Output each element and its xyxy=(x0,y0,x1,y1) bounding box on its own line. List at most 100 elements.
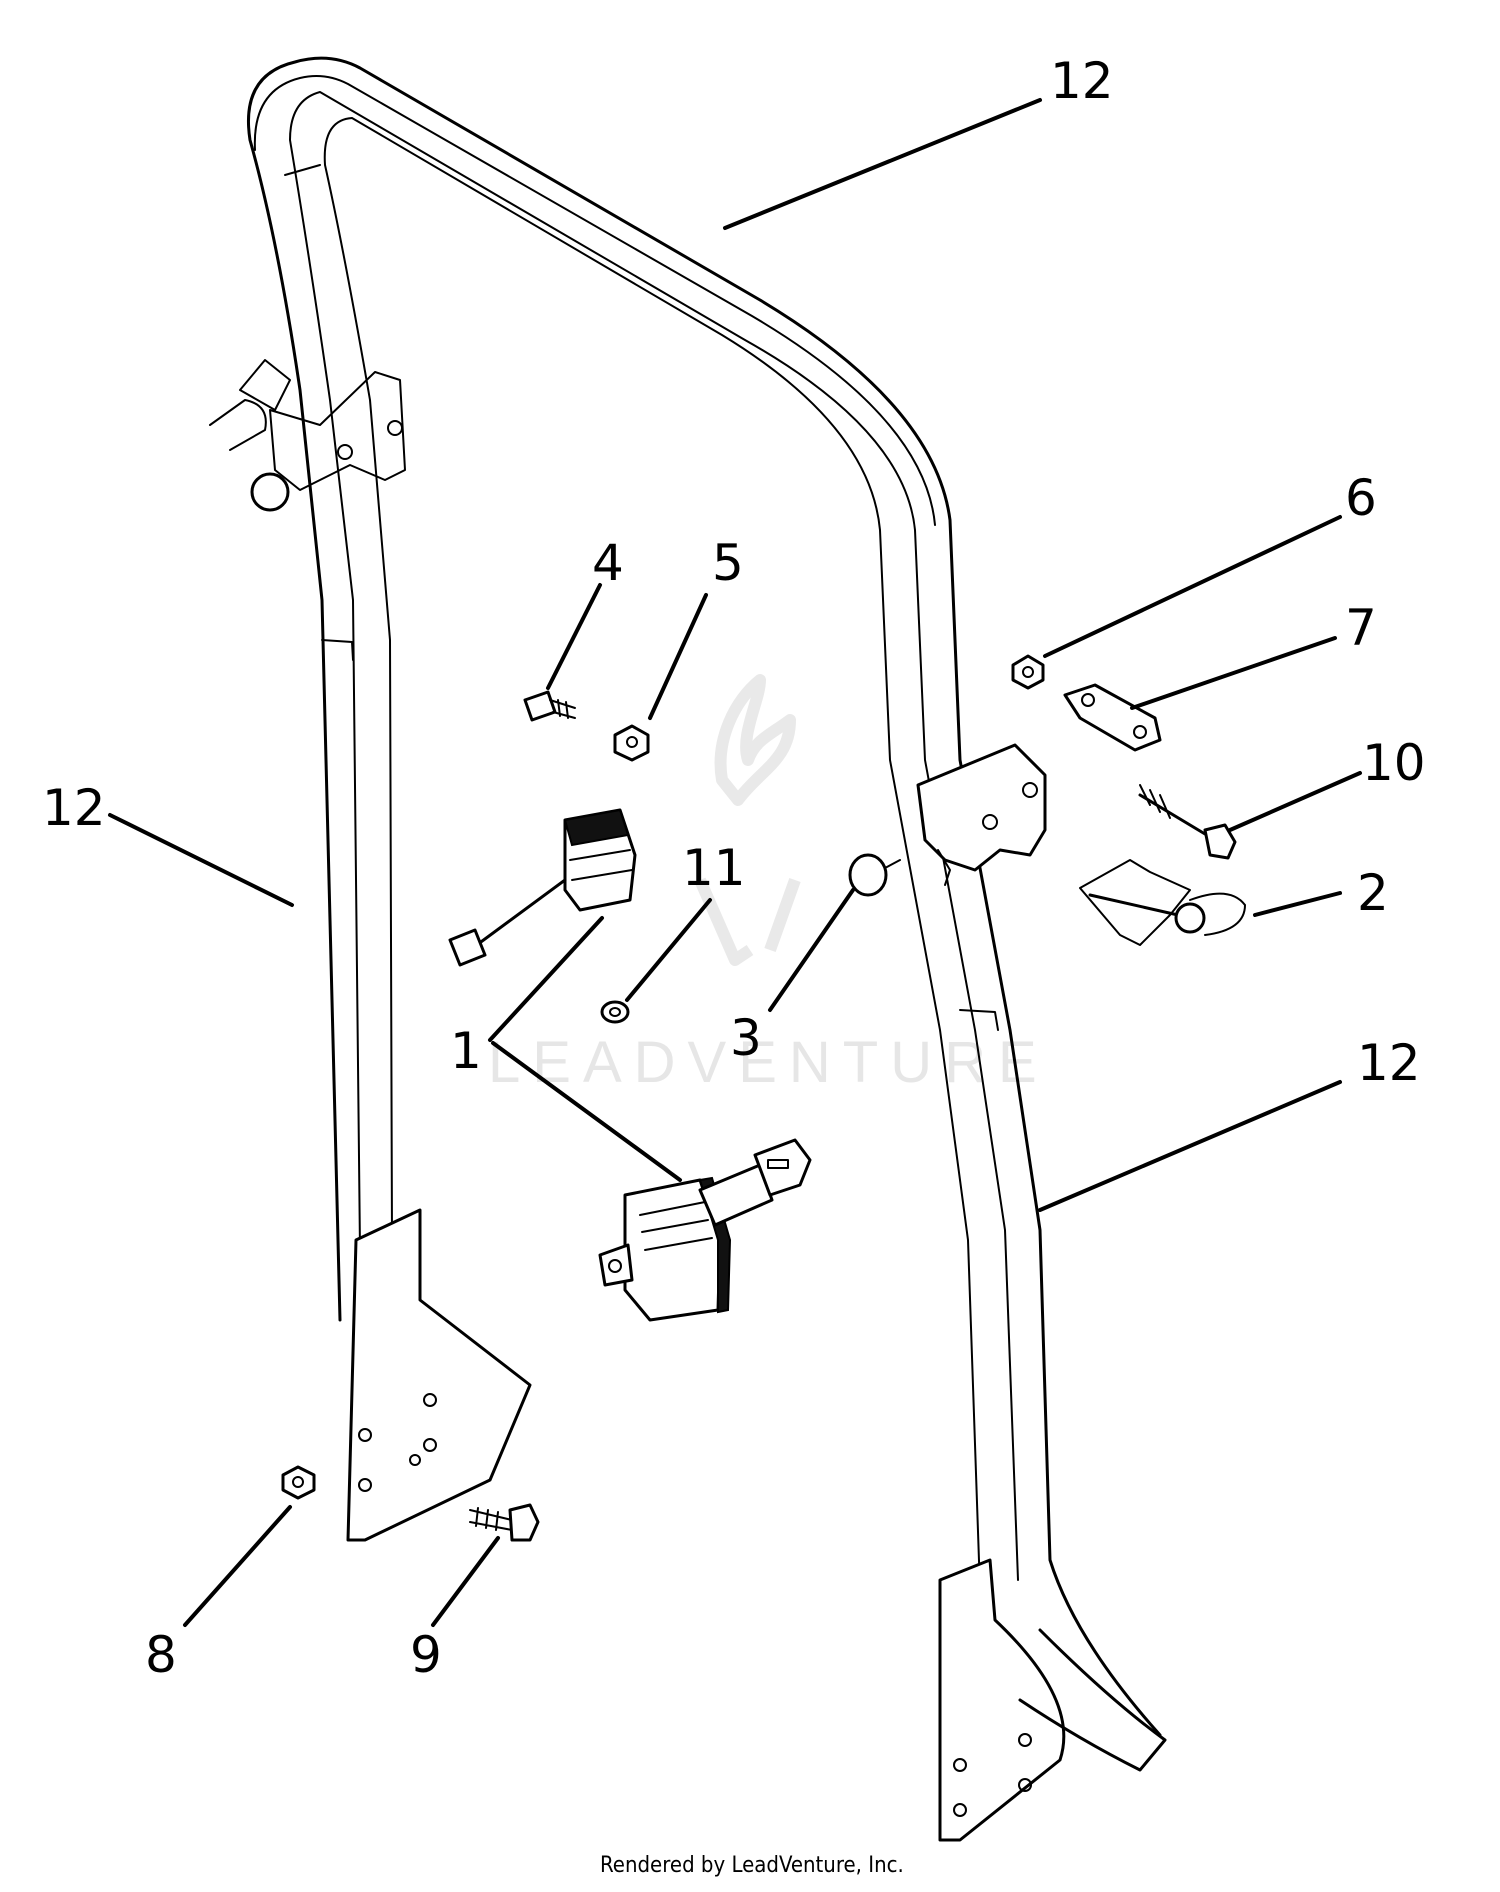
watermark-flame-icon xyxy=(714,674,796,806)
leader-12-right xyxy=(1038,1080,1342,1212)
right-foot-plate xyxy=(938,1558,1167,1842)
leader-5 xyxy=(648,593,708,720)
retractor-mount-tab xyxy=(598,1243,634,1287)
buckle-stripe xyxy=(569,849,633,881)
bolt-9-head xyxy=(508,1503,540,1542)
roll-bar-frame xyxy=(209,56,1167,1842)
roll-bar-outer-outline xyxy=(247,56,1162,1737)
nut-part-6 xyxy=(1011,654,1045,690)
nut-5-hole xyxy=(626,736,638,748)
bolt-10-shank xyxy=(1138,793,1217,842)
bracket-7-hole xyxy=(1133,725,1147,739)
hinge-pin-retainer-ring xyxy=(1189,892,1246,936)
left-foot-plate xyxy=(346,1208,532,1542)
leader-4 xyxy=(546,583,602,690)
nut-6-hole xyxy=(1022,666,1034,678)
callout-12-left: 12 xyxy=(42,779,106,837)
callout-9: 9 xyxy=(410,1626,442,1684)
bolt-part-9 xyxy=(469,1503,540,1542)
roll-bar-highlight-top xyxy=(253,75,936,526)
buckle-cap xyxy=(563,808,630,847)
callout-5: 5 xyxy=(712,534,744,592)
latch-plate-slot xyxy=(767,1159,789,1169)
right-hinge-bracket xyxy=(916,743,1047,886)
right-foot-plate-outline xyxy=(938,1558,1066,1842)
bracket-part-7 xyxy=(1063,683,1162,752)
leader-1-lower xyxy=(491,1041,682,1182)
retractor-webbing xyxy=(698,1163,774,1227)
buckle-cable xyxy=(468,878,567,952)
leader-7 xyxy=(1130,636,1337,710)
left-hinge-bracket xyxy=(209,359,406,512)
leader-9 xyxy=(431,1536,500,1627)
leader-12-left xyxy=(108,813,294,907)
left-foot-plate-hole xyxy=(423,1393,437,1407)
right-foot-plate-hole xyxy=(953,1758,967,1772)
leader-10 xyxy=(1228,771,1362,832)
bolt-part-10 xyxy=(1138,784,1237,860)
left-hinge-knob xyxy=(250,472,290,512)
bolt-4-head xyxy=(523,690,557,722)
right-hinge-plate xyxy=(916,743,1047,872)
leader-12-top xyxy=(723,98,1042,230)
hinge-pin-head xyxy=(1174,902,1206,934)
roll-bar-inner-line-a xyxy=(289,91,1019,1581)
callout-12-right: 12 xyxy=(1357,1034,1421,1092)
callout-8: 8 xyxy=(145,1626,177,1684)
buckle-anchor-tab xyxy=(448,928,487,967)
roll-bar-joint-top xyxy=(284,164,321,176)
roll-bar-inner-line-b xyxy=(323,117,981,1591)
left-hinge-bolt-head xyxy=(337,444,353,460)
right-foot-plate-hole xyxy=(1018,1733,1032,1747)
callout-4: 4 xyxy=(592,534,624,592)
right-foot-tube-end xyxy=(1018,1628,1167,1772)
left-hinge-clamp xyxy=(269,371,406,491)
washer-part-8 xyxy=(281,1465,316,1500)
washer-11-hole xyxy=(609,1007,621,1017)
left-foot-plate-outline xyxy=(346,1208,532,1542)
right-hinge-bolt-hole xyxy=(1022,782,1038,798)
watermark-v-logo-icon xyxy=(694,877,801,966)
callout-7: 7 xyxy=(1345,599,1377,657)
roll-bar-joint-left xyxy=(321,639,354,661)
watermark-text: LEADVENTURE xyxy=(488,1030,1049,1095)
leader-8 xyxy=(183,1505,292,1627)
knob-head xyxy=(848,853,888,897)
hinge-pin-assembly xyxy=(1079,859,1246,946)
washer-part-11 xyxy=(600,1000,630,1024)
right-foot-plate-hole xyxy=(1018,1778,1032,1792)
seat-belt-assembly xyxy=(448,808,812,1322)
roll-bar-joint-right xyxy=(959,1009,999,1031)
retractor-mount-hole xyxy=(608,1259,622,1273)
leader-1-upper xyxy=(488,916,604,1042)
knob-part xyxy=(848,853,901,897)
render-credit: Rendered by LeadVenture, Inc. xyxy=(600,1853,904,1878)
leader-11 xyxy=(625,898,712,1002)
left-foot-plate-hole xyxy=(358,1428,372,1442)
right-hinge-bolt-hole xyxy=(982,814,998,830)
bolt-9-shank xyxy=(469,1507,513,1531)
bolt-10-thread xyxy=(1139,784,1171,819)
left-foot-plate-hole xyxy=(423,1438,437,1452)
callout-labels: 12 12 12 6 7 10 2 4 5 11 1 3 8 9 xyxy=(42,52,1426,1684)
leader-6 xyxy=(1043,515,1342,658)
callout-1: 1 xyxy=(450,1022,482,1080)
bracket-7-hole xyxy=(1081,693,1095,707)
left-foot-plate-hole xyxy=(358,1478,372,1492)
callout-6: 6 xyxy=(1345,469,1377,527)
bolt-10-head xyxy=(1203,823,1237,860)
leader-2 xyxy=(1253,891,1342,917)
callout-12-top: 12 xyxy=(1050,52,1114,110)
left-hinge-pin-handle xyxy=(209,399,267,451)
washer-8-hole xyxy=(292,1476,304,1488)
left-hinge-strap xyxy=(239,359,291,411)
right-foot-plate-hole xyxy=(953,1803,967,1817)
bracket-7-body xyxy=(1063,683,1162,752)
bolt-part-4 xyxy=(523,690,576,722)
callout-2: 2 xyxy=(1357,864,1389,922)
bolt-4-shank xyxy=(549,699,576,719)
leader-lines xyxy=(108,98,1362,1627)
nut-part-5 xyxy=(613,724,650,762)
knob-stem xyxy=(884,859,901,869)
